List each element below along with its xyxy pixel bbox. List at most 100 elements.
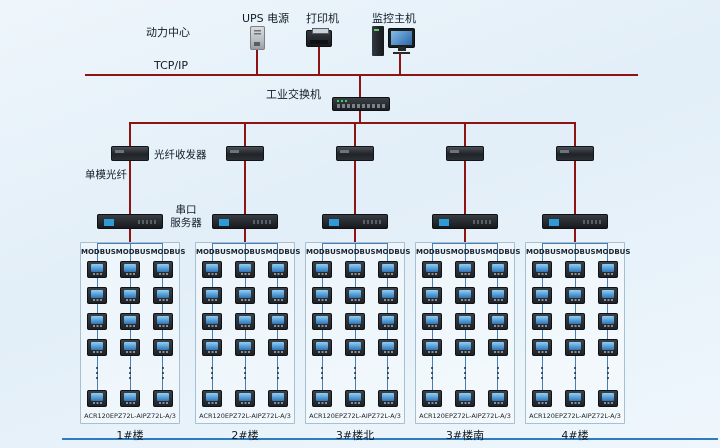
- single-mode-fiber-line: [354, 161, 356, 214]
- meter-icon: [202, 287, 223, 304]
- meter-icon: [345, 313, 365, 330]
- modbus-label: MODBUS: [485, 248, 521, 256]
- fiber-transceiver-icon: [556, 146, 594, 161]
- single-mode-fiber-line: [574, 161, 576, 214]
- printer-drop-line: [318, 47, 320, 75]
- host-label: 监控主机: [372, 12, 416, 25]
- modbus-label: MODBUS: [230, 248, 266, 256]
- group-name-label: 3#楼南: [445, 429, 485, 442]
- bottom-rule: [62, 438, 718, 440]
- meter-grid: [526, 261, 624, 407]
- meter-column: [261, 261, 294, 407]
- server-to-box-line: [354, 229, 356, 242]
- ellipsis-dots: [276, 365, 279, 381]
- meter-icon: [532, 390, 553, 407]
- server-to-box-line: [244, 229, 246, 242]
- meter-icon: [120, 339, 140, 356]
- serial-server-label: 串口 服务器: [168, 204, 204, 229]
- group-name-label: 1#楼: [116, 429, 144, 442]
- meter-icon: [87, 390, 108, 407]
- meter-icon: [312, 313, 333, 330]
- group-name-label: 2#楼: [231, 429, 259, 442]
- meter-icon: [120, 261, 140, 278]
- ellipsis-dots: [161, 365, 164, 381]
- ellipsis-dots: [431, 365, 434, 381]
- modbus-label: MODBUS: [416, 248, 451, 256]
- meter-icon: [312, 390, 333, 407]
- meter-column: [371, 261, 404, 407]
- tcpip-label: TCP/IP: [154, 59, 188, 72]
- meter-icon: [312, 261, 333, 278]
- meter-icon: [312, 339, 333, 356]
- meter-icon: [202, 390, 223, 407]
- switch-uplink-line: [359, 76, 361, 97]
- meter-icon: [345, 390, 365, 407]
- meter-icon: [267, 313, 288, 330]
- server-to-box-line: [464, 229, 466, 242]
- single-mode-fiber-label: 单模光纤: [85, 169, 127, 181]
- meter-icon: [597, 313, 618, 330]
- meter-column: [339, 261, 372, 407]
- meter-icon: [532, 261, 553, 278]
- serial-server-label-line2: 服务器: [170, 216, 202, 229]
- modbus-label: MODBUS: [526, 248, 561, 256]
- ups-drop-line: [256, 50, 258, 75]
- meter-icon: [565, 287, 585, 304]
- meter-grid: [416, 261, 514, 407]
- meter-icon: [87, 287, 108, 304]
- bus-to-transceiver-line: [244, 122, 246, 146]
- meter-icon: [152, 390, 173, 407]
- meter-icon: [152, 287, 173, 304]
- ellipsis-dots: [129, 365, 131, 381]
- device-model-label: ACR120EPZ72L-AIPZ72L-A/3: [529, 412, 621, 420]
- meter-icon: [565, 261, 585, 278]
- meter-icon: [235, 287, 255, 304]
- meter-icon: [152, 261, 173, 278]
- meter-icon: [597, 287, 618, 304]
- meter-icon: [152, 339, 173, 356]
- meter-icon: [532, 287, 553, 304]
- meter-icon: [487, 390, 508, 407]
- meter-icon: [455, 313, 475, 330]
- meter-icon: [202, 313, 223, 330]
- meter-icon: [597, 339, 618, 356]
- server-to-box-line: [574, 229, 576, 242]
- server-to-box-line: [129, 229, 131, 242]
- distribution-bus-line: [130, 122, 576, 124]
- meter-icon: [345, 261, 365, 278]
- printer-label: 打印机: [306, 12, 339, 25]
- single-mode-fiber-line: [129, 161, 131, 214]
- meter-column: [481, 261, 514, 407]
- meter-icon: [87, 261, 108, 278]
- meter-icon: [487, 287, 508, 304]
- fiber-transceiver-icon: [111, 146, 149, 161]
- monitor-icon: [388, 28, 415, 51]
- ellipsis-dots: [464, 365, 466, 381]
- fiber-transceiver-icon: [336, 146, 374, 161]
- meter-icon: [455, 390, 475, 407]
- monitor-stand: [393, 52, 410, 54]
- meter-icon: [120, 390, 140, 407]
- meter-column: [449, 261, 482, 407]
- ups-label: UPS 电源: [242, 12, 290, 25]
- ellipsis-dots: [354, 365, 356, 381]
- meter-icon: [455, 261, 475, 278]
- serial-server-icon: [97, 214, 163, 229]
- meter-icon: [267, 339, 288, 356]
- industrial-switch-icon: [332, 97, 390, 111]
- tcpip-line: [85, 74, 638, 76]
- device-model-label: ACR120EPZ72L-AIPZ72L-A/3: [199, 412, 291, 420]
- modbus-label: MODBUS: [340, 248, 376, 256]
- switch-label: 工业交换机: [266, 88, 321, 101]
- modbus-label: MODBUS: [375, 248, 411, 256]
- meter-icon: [235, 261, 255, 278]
